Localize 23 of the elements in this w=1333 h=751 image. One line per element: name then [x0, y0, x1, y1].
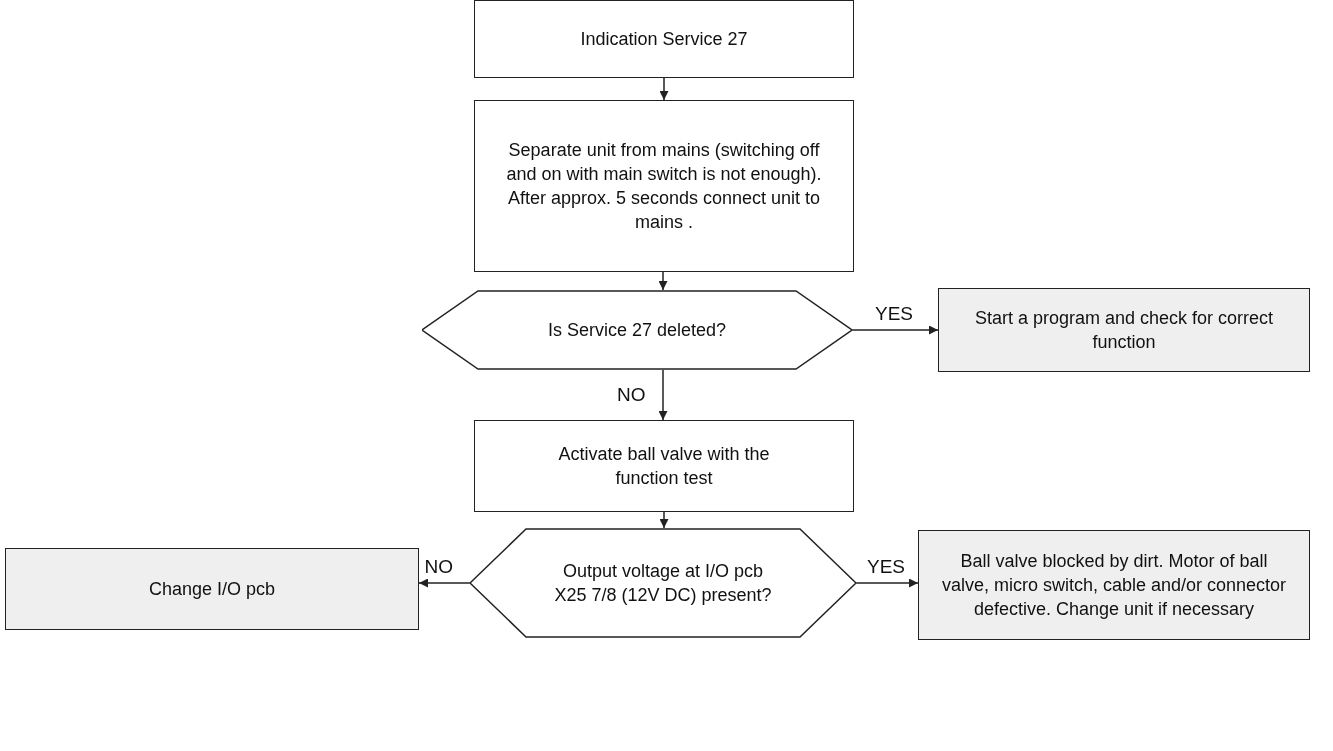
node-text: Output voltage at I/O pcb X25 7/8 (12V DC) present?: [553, 560, 773, 607]
arrow: [659, 511, 669, 529]
arrow: [418, 578, 471, 588]
decision-hexagon: [422, 290, 852, 370]
node-text: Start a program and check for correct function: [973, 307, 1275, 354]
process-box: [474, 100, 854, 272]
process-box: [5, 548, 419, 630]
node-text: Activate ball valve with the function test: [557, 443, 771, 490]
node-text: Ball valve blocked by dirt. Motor of ball valve, micro switch, cable and/or connector defective. Change unit if necessary: [940, 550, 1288, 621]
arrow: [658, 271, 668, 291]
process-box: [918, 530, 1310, 640]
arrow: [855, 578, 919, 588]
arrow: [851, 325, 939, 335]
process-box: [474, 420, 854, 512]
node-text: Separate unit from mains (switching off and on with main switch is not enough). After approx. 5 seconds connect unit to mains .: [505, 139, 823, 234]
node-text: Change I/O pcb: [147, 578, 277, 601]
process-box: [474, 0, 854, 78]
arrow: [659, 77, 669, 101]
node-text: Indication Service 27: [579, 28, 749, 51]
decision-hexagon: [470, 528, 856, 638]
process-box: [938, 288, 1310, 372]
arrow: [658, 369, 668, 421]
node-text: Is Service 27 deleted?: [546, 319, 728, 342]
